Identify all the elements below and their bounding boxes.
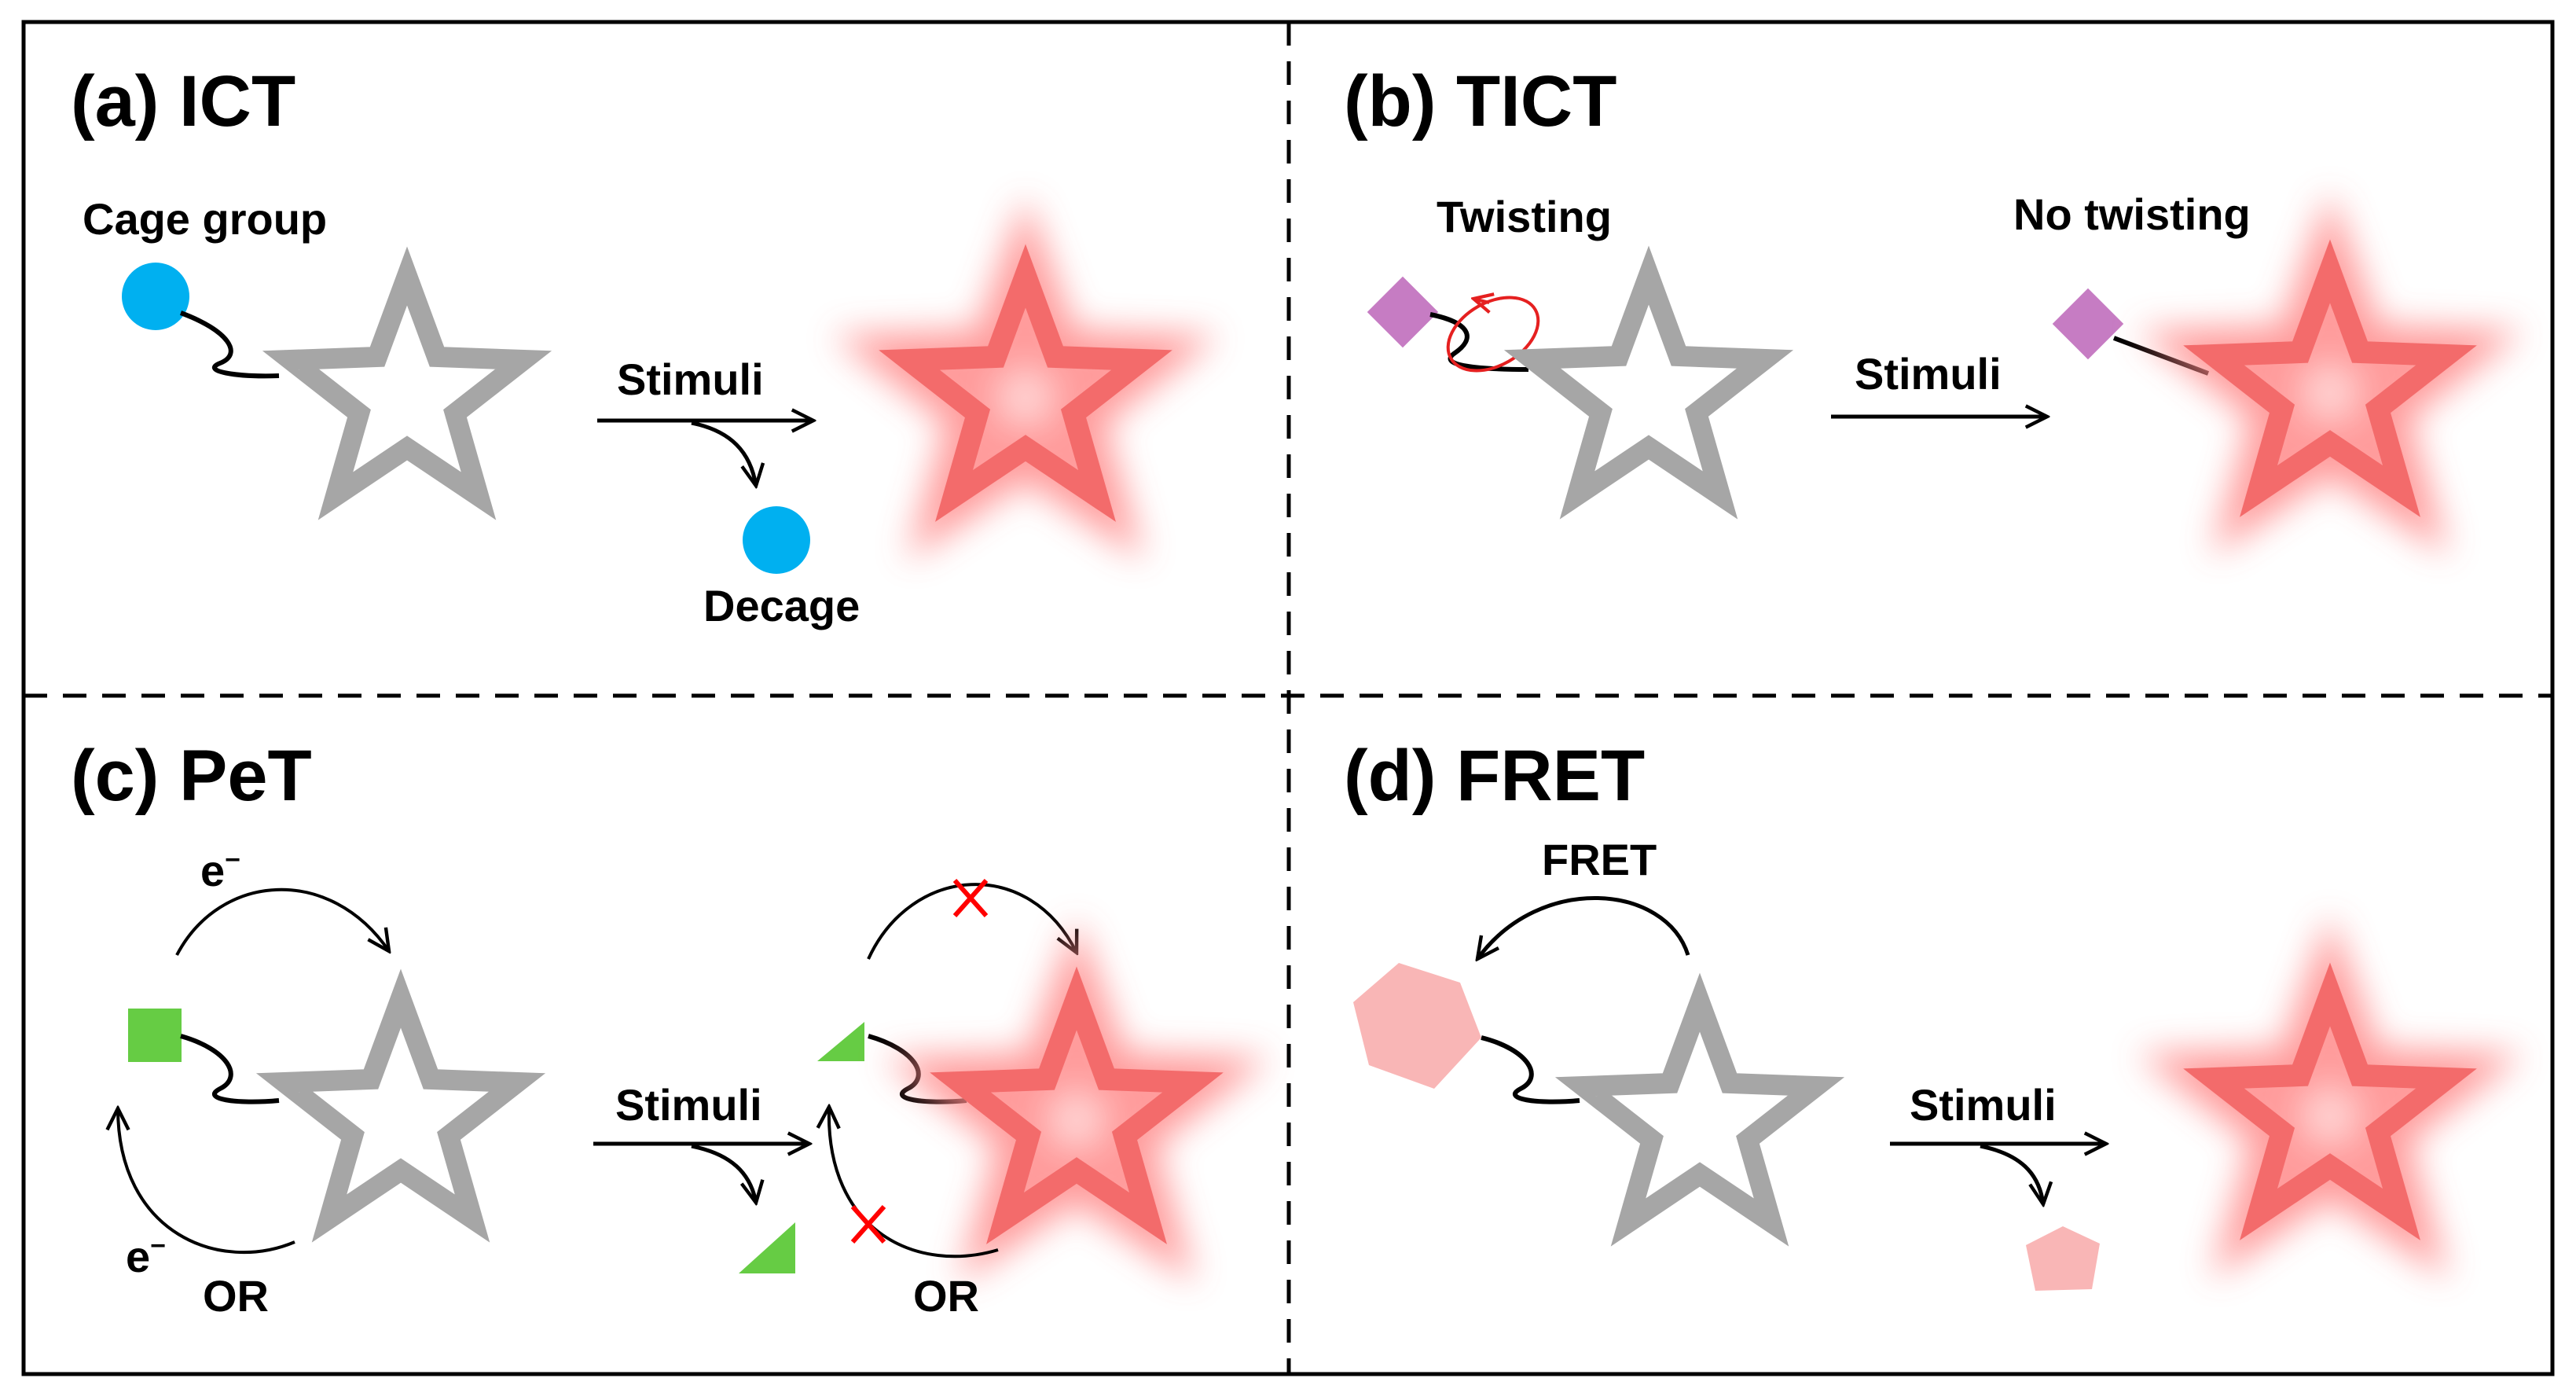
panel-a-title: (a) ICT — [71, 61, 295, 141]
pet-linker — [180, 1034, 280, 1104]
fret-linker — [1481, 1035, 1580, 1104]
fret-acceptor-pentagon — [1353, 963, 1481, 1089]
panel-a-stimuli-label: Stimuli — [617, 355, 764, 404]
panel-b-stimuli-label: Stimuli — [1855, 349, 2002, 399]
twisting-label: Twisting — [1437, 192, 1612, 241]
cage-group-label: Cage group — [83, 194, 327, 244]
panel-a-branch-arrow — [691, 421, 756, 486]
twist-linker — [1429, 312, 1529, 372]
cross-top-icon — [952, 879, 989, 917]
panel-c-branch-arrow — [691, 1144, 756, 1203]
panel-c-title: (c) PeT — [71, 736, 312, 816]
fret-arrow-label: FRET — [1542, 835, 1657, 884]
pet-group-square — [128, 1009, 182, 1062]
electron-top-label: e− — [200, 845, 240, 895]
panel-d-stimuli-label: Stimuli — [1910, 1080, 2057, 1130]
panel-b-star-off — [1503, 245, 1794, 520]
cross-bottom-icon — [850, 1205, 886, 1244]
panel-b-star-on — [2137, 191, 2523, 557]
panel-c-star-off — [255, 968, 546, 1243]
panel-a-star-on — [832, 196, 1219, 561]
pet-blocked-arrow-bottom — [829, 1107, 999, 1259]
pet-electron-arrow-bottom — [118, 1108, 295, 1254]
no-twist-group-diamond — [2052, 288, 2124, 360]
twist-group-diamond — [1367, 276, 1439, 348]
pet-linker-right — [868, 1034, 967, 1104]
panel-d-branch-arrow — [1980, 1144, 2043, 1204]
or-right-label: OR — [913, 1271, 979, 1321]
panel-d-star-on — [2137, 914, 2523, 1280]
panel-b-tict: (b) TICT Twisting Stimuli No twisting — [1344, 61, 2523, 557]
panel-d-fret: (d) FRET FRET Stimuli — [1344, 736, 2523, 1291]
cage-linker — [179, 310, 280, 379]
released-triangle — [739, 1222, 795, 1273]
fret-transfer-arrow — [1477, 896, 1690, 959]
or-left-label: OR — [203, 1271, 269, 1321]
released-pentagon — [2026, 1226, 2100, 1291]
panel-a-star-off — [262, 246, 552, 520]
panel-a-ict: (a) ICT Cage group Stimuli Decage — [71, 61, 1219, 630]
panel-c-star-on — [883, 918, 1270, 1284]
no-twisting-label: No twisting — [2013, 189, 2251, 239]
panel-c-stimuli-label: Stimuli — [615, 1080, 762, 1130]
panel-b-title: (b) TICT — [1344, 61, 1616, 141]
pet-blocked-arrow-top — [867, 883, 1077, 960]
decage-circle — [743, 506, 810, 574]
decage-label: Decage — [703, 581, 860, 630]
electron-bottom-label: e− — [126, 1231, 166, 1281]
pet-group-triangle — [817, 1022, 864, 1061]
pet-electron-arrow-top — [175, 887, 389, 956]
panel-d-title: (d) FRET — [1344, 736, 1645, 816]
panel-c-pet: (c) PeT e− e− OR Stimuli OR — [71, 736, 1270, 1321]
twist-rotation-head — [1473, 299, 1489, 303]
panel-d-star-off — [1554, 972, 1845, 1247]
cage-group-circle — [122, 263, 189, 330]
